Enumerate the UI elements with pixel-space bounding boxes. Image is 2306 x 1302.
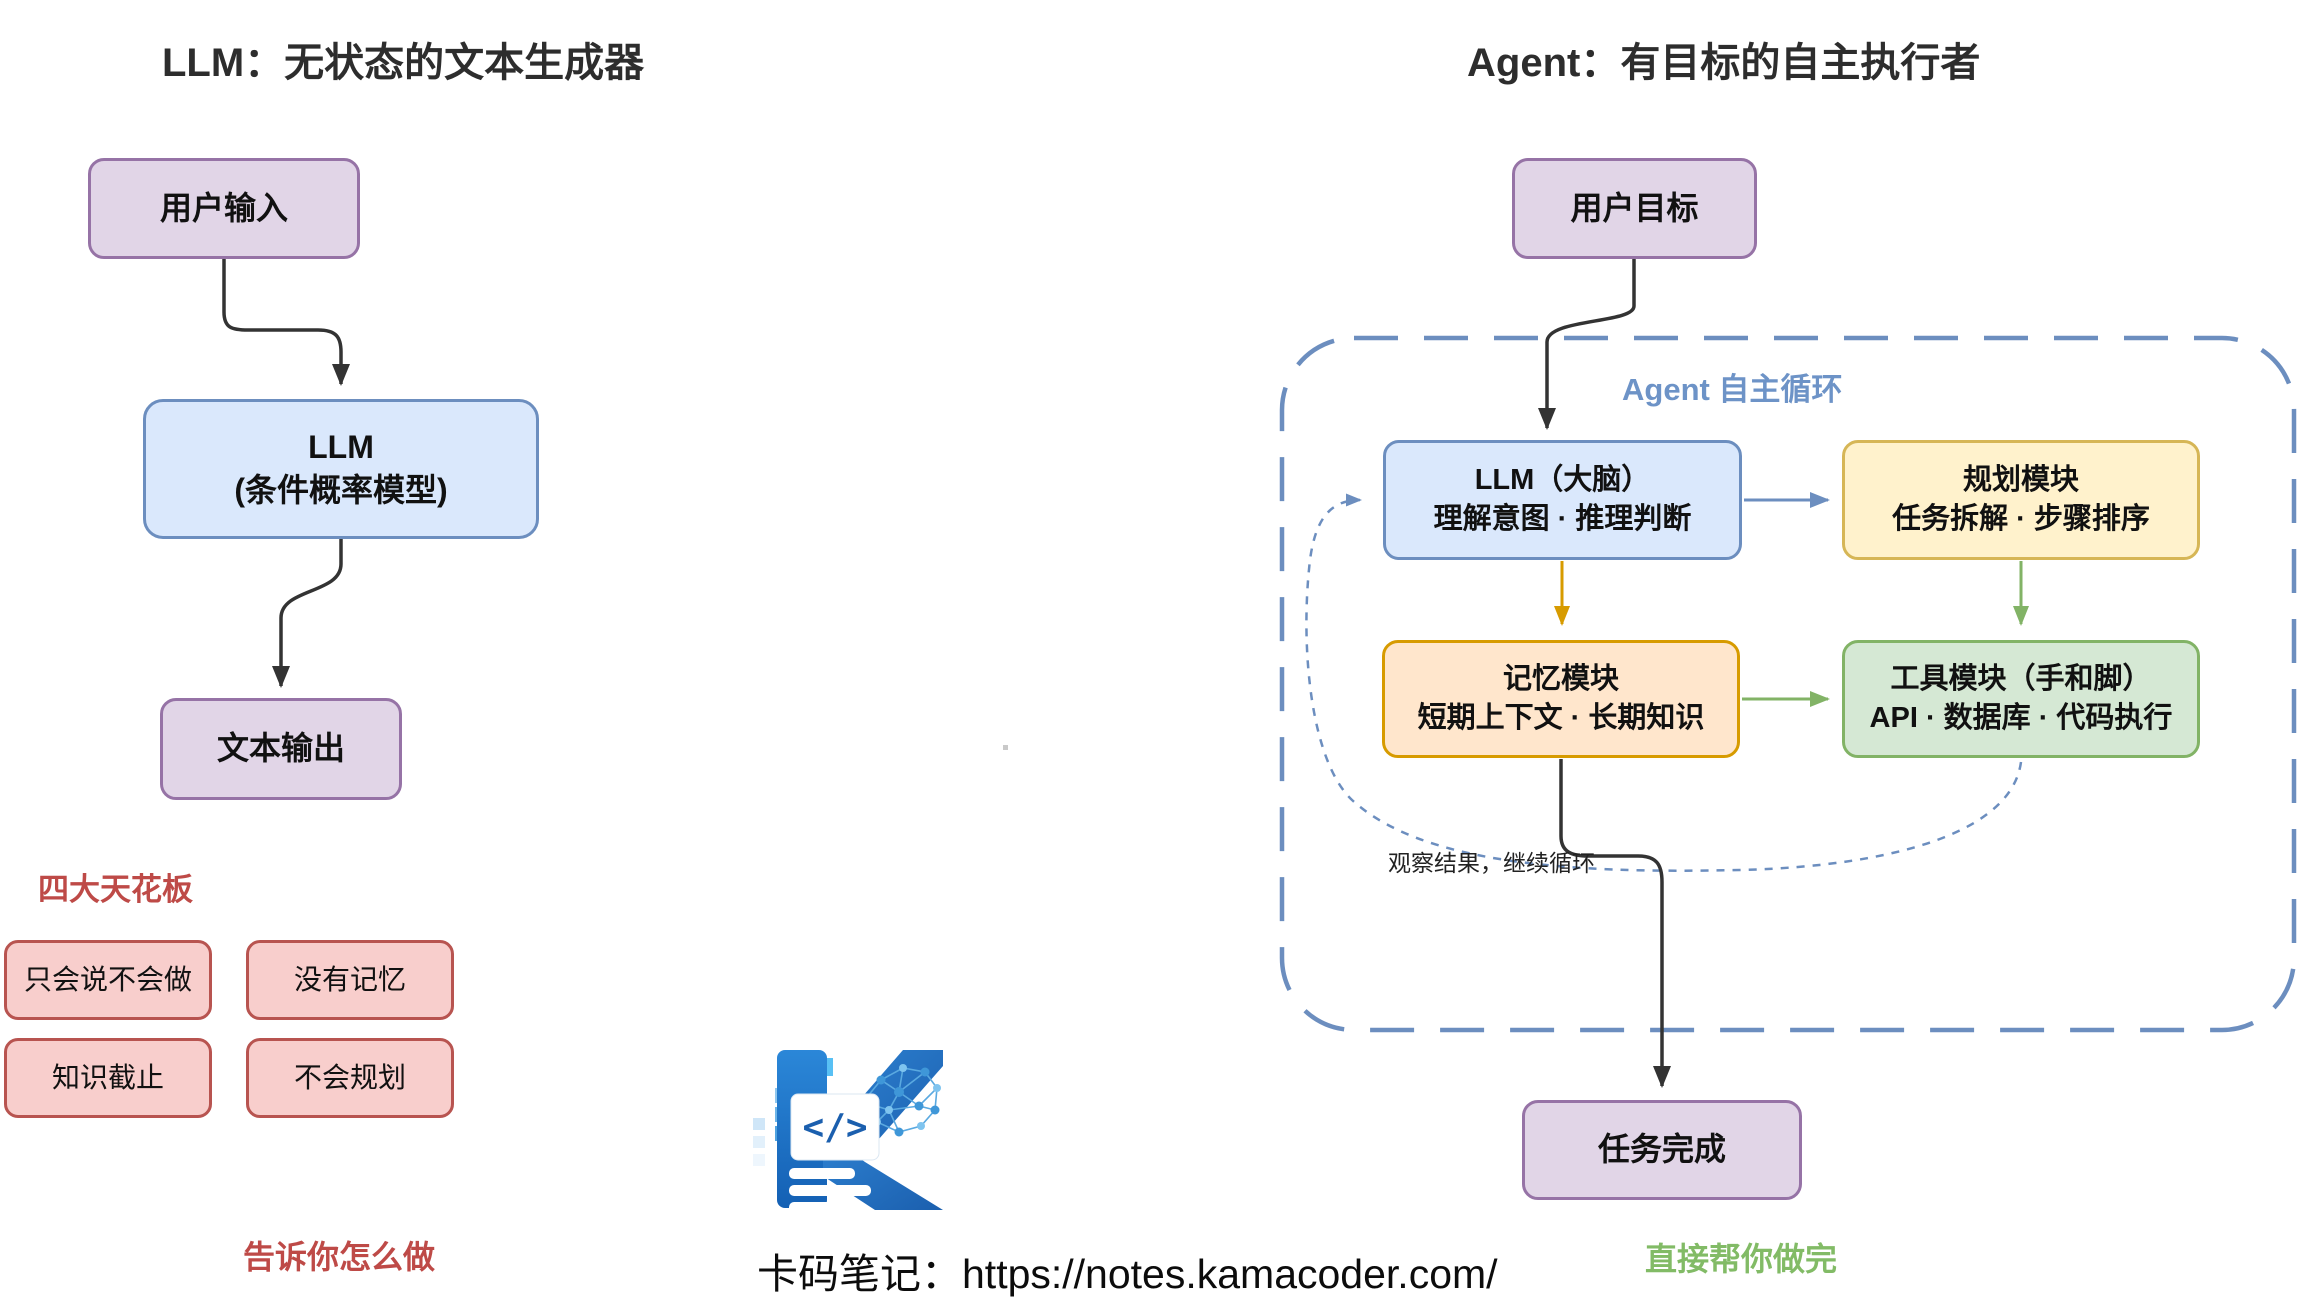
arrow-user-goal-to-llm-brain <box>1538 259 1636 430</box>
limitation-label-3: 知识截止 <box>51 1062 164 1094</box>
llm-left-line1: LLM <box>308 428 374 465</box>
task-done-node: 任务完成 <box>1522 1100 1802 1200</box>
plan-module-node: 规划模块 任务拆解 · 步骤排序 <box>1842 440 2200 560</box>
tools-line1: 工具模块（手和脚） <box>1890 662 2152 695</box>
left-title: LLM：无状态的文本生成器 <box>162 41 645 85</box>
footer-brand-line: 卡码笔记：https://notes.kamacoder.com/ <box>757 1240 1498 1300</box>
limitation-node-4: 不会规划 <box>246 1038 454 1118</box>
agent-loop-label: Agent 自主循环 <box>1622 372 1843 407</box>
llm-left-line2: (条件概率模型) <box>234 472 448 508</box>
limitations-heading: 四大天花板 <box>38 872 193 907</box>
tools-module-node: 工具模块（手和脚） API · 数据库 · 代码执行 <box>1842 640 2200 758</box>
limitation-node-2: 没有记忆 <box>246 940 454 1020</box>
left-caption: 告诉你怎么做 <box>243 1239 436 1275</box>
llm-brain-line1: LLM（大脑） <box>1474 463 1651 496</box>
llm-brain-line2: 理解意图 · 推理判断 <box>1433 503 1692 535</box>
arrow-llm-to-text-output <box>272 539 343 688</box>
plan-line2: 任务拆解 · 步骤排序 <box>1892 503 2150 535</box>
footer-url: https://notes.kamacoder.com/ <box>962 1251 1498 1297</box>
plan-line1: 规划模块 <box>1962 463 2079 496</box>
text-output-label: 文本输出 <box>216 730 345 767</box>
right-title: Agent：有目标的自主执行者 <box>1467 41 1981 85</box>
right-caption: 直接帮你做完 <box>1645 1241 1838 1277</box>
limitation-label-1: 只会说不会做 <box>23 964 192 996</box>
memory-line1: 记忆模块 <box>1502 662 1619 695</box>
limitation-label-4: 不会规划 <box>293 1062 406 1094</box>
memory-line2: 短期上下文 · 长期知识 <box>1417 702 1705 734</box>
task-done-label: 任务完成 <box>1597 1131 1726 1168</box>
logo-code-glyph: </> <box>802 1107 867 1148</box>
observe-label: 观察结果，继续循环 <box>1388 850 1595 876</box>
logo-list-bars <box>789 1168 871 1213</box>
llm-left-node: LLM (条件概率模型) <box>143 399 539 539</box>
limitation-node-3: 知识截止 <box>4 1038 212 1118</box>
arrow-user-input-to-llm <box>222 259 350 386</box>
artifact-dot <box>1003 745 1008 750</box>
user-input-node: 用户输入 <box>88 158 360 259</box>
kamacoder-logo: </> <box>753 1050 943 1213</box>
llm-brain-node: LLM（大脑） 理解意图 · 推理判断 <box>1383 440 1742 560</box>
tools-line2: API · 数据库 · 代码执行 <box>1869 702 2173 734</box>
memory-module-node: 记忆模块 短期上下文 · 长期知识 <box>1382 640 1740 758</box>
user-input-label: 用户输入 <box>159 189 288 226</box>
limitation-node-1: 只会说不会做 <box>4 940 212 1020</box>
footer-brand: 卡码笔记： <box>757 1251 962 1297</box>
limitation-label-2: 没有记忆 <box>293 964 406 996</box>
user-goal-label: 用户目标 <box>1570 189 1699 226</box>
text-output-node: 文本输出 <box>160 698 402 800</box>
arrow-memory-to-task-done <box>1559 759 1671 1088</box>
user-goal-node: 用户目标 <box>1512 158 1757 259</box>
